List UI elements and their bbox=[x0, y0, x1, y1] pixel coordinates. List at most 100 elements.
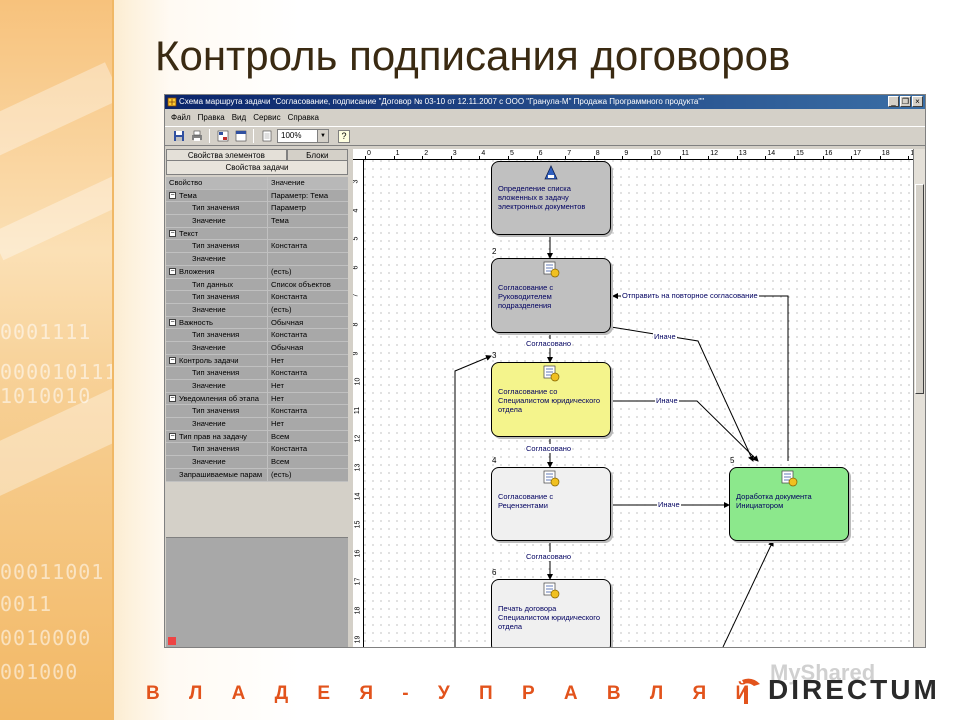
property-value[interactable]: Тема bbox=[271, 216, 289, 226]
property-value[interactable]: Нет bbox=[271, 381, 284, 390]
maximize-button[interactable]: ❐ bbox=[900, 96, 911, 107]
property-value[interactable] bbox=[268, 228, 348, 240]
property-value[interactable]: Параметр: Тема bbox=[271, 190, 329, 200]
menu-file[interactable]: Файл bbox=[171, 113, 191, 122]
help-button[interactable]: ? bbox=[338, 129, 350, 143]
property-name: −Тема bbox=[166, 189, 268, 202]
table-row[interactable]: Значение (есть) bbox=[166, 303, 348, 317]
property-value[interactable]: Список объектов bbox=[271, 279, 331, 289]
ruler-tick-label: 6 bbox=[538, 150, 543, 157]
property-value[interactable]: Обычная bbox=[271, 317, 304, 327]
layout-button[interactable] bbox=[215, 129, 230, 143]
copy-button[interactable] bbox=[259, 129, 274, 143]
property-value[interactable]: (есть) bbox=[271, 469, 292, 479]
ruler-tick-label: 8 bbox=[595, 150, 600, 157]
property-value[interactable]: Всем bbox=[271, 457, 290, 467]
save-icon bbox=[173, 131, 184, 141]
property-name: Тип значения bbox=[166, 202, 268, 215]
property-value[interactable] bbox=[268, 253, 348, 265]
zoom-select[interactable]: 100% ▼ bbox=[277, 129, 329, 143]
property-value[interactable]: (есть) bbox=[271, 266, 292, 276]
ruler-tick bbox=[851, 156, 853, 160]
menu-view[interactable]: Вид bbox=[231, 113, 247, 122]
close-button[interactable]: × bbox=[912, 96, 923, 107]
table-row[interactable]: Значение Тема bbox=[166, 215, 348, 228]
chevron-down-icon[interactable]: ▼ bbox=[317, 130, 328, 142]
property-value[interactable]: Константа bbox=[271, 444, 308, 454]
diagram-icon bbox=[217, 130, 228, 142]
menu-help[interactable]: Справка bbox=[287, 113, 319, 122]
table-row[interactable]: −Вложения(есть) bbox=[166, 265, 348, 279]
property-value[interactable]: Константа bbox=[271, 241, 308, 251]
property-value[interactable]: Обычная bbox=[271, 342, 304, 352]
property-value[interactable]: Нет bbox=[271, 355, 284, 365]
property-name: Тип значения bbox=[166, 405, 268, 418]
collapse-icon[interactable]: − bbox=[169, 357, 176, 365]
property-label: Тема bbox=[179, 190, 197, 200]
property-value[interactable]: Константа bbox=[271, 368, 308, 378]
node-legal-approval[interactable]: Согласование со Специалистом юридическог… bbox=[491, 362, 611, 437]
property-value[interactable]: Константа bbox=[271, 406, 308, 416]
property-label: Текст bbox=[179, 228, 199, 238]
print-button[interactable] bbox=[189, 129, 204, 143]
property-value[interactable]: Параметр bbox=[271, 203, 307, 213]
save-button[interactable] bbox=[171, 129, 186, 143]
collapse-icon[interactable]: − bbox=[169, 319, 176, 327]
ruler-tick-label: 14 bbox=[354, 492, 362, 500]
property-label: Значение bbox=[192, 216, 226, 226]
property-name: Тип значения bbox=[166, 291, 268, 303]
property-value[interactable]: (есть) bbox=[271, 304, 292, 314]
tab-blocks[interactable]: Блоки bbox=[286, 149, 348, 161]
table-row[interactable]: Значение Всем bbox=[166, 456, 348, 469]
collapse-icon[interactable]: − bbox=[169, 268, 176, 276]
tab-element-properties[interactable]: Свойства элементов bbox=[166, 149, 287, 161]
minimize-button[interactable]: _ bbox=[888, 96, 899, 107]
diagram-canvas[interactable]: 012345678910111213141516171819 345678910… bbox=[353, 149, 913, 647]
property-value[interactable]: Нет bbox=[271, 419, 284, 429]
collapse-icon[interactable]: − bbox=[169, 192, 176, 200]
collapse-icon[interactable]: − bbox=[169, 230, 176, 238]
window-titlebar[interactable]: Схема маршрута задачи "Согласование, под… bbox=[165, 95, 925, 109]
property-value[interactable]: Константа bbox=[271, 330, 308, 340]
menu-service[interactable]: Сервис bbox=[253, 113, 281, 122]
collapse-icon[interactable]: − bbox=[169, 433, 176, 441]
vertical-scrollbar[interactable] bbox=[913, 149, 925, 647]
property-value[interactable]: Нет bbox=[271, 393, 284, 403]
property-value[interactable]: Всем bbox=[271, 431, 290, 441]
property-name: −Текст bbox=[166, 227, 268, 240]
ruler-tick bbox=[536, 156, 538, 160]
window-title: Схема маршрута задачи "Согласование, под… bbox=[179, 97, 705, 106]
property-label: Значение bbox=[192, 457, 226, 467]
collapse-icon[interactable]: − bbox=[169, 395, 176, 403]
table-row[interactable]: Значение bbox=[166, 253, 348, 266]
node-head-approval[interactable]: Согласование с Руководителем подразделен… bbox=[491, 258, 611, 333]
properties-button[interactable] bbox=[233, 129, 248, 143]
menu-edit[interactable]: Правка bbox=[197, 113, 225, 122]
ruler-tick bbox=[479, 156, 481, 160]
edge-label-approved: Согласовано bbox=[525, 339, 573, 348]
binary-text: 001000 bbox=[0, 660, 79, 684]
table-row[interactable]: Запрашиваемые парам(есть) bbox=[166, 468, 348, 482]
table-row[interactable]: −Текст bbox=[166, 227, 348, 241]
resize-grip-icon[interactable] bbox=[168, 637, 176, 645]
property-label: Значение bbox=[192, 304, 226, 314]
property-value[interactable]: Константа bbox=[271, 292, 308, 302]
scrollbar-thumb[interactable] bbox=[915, 184, 924, 394]
property-name: Запрашиваемые парам bbox=[166, 468, 268, 481]
